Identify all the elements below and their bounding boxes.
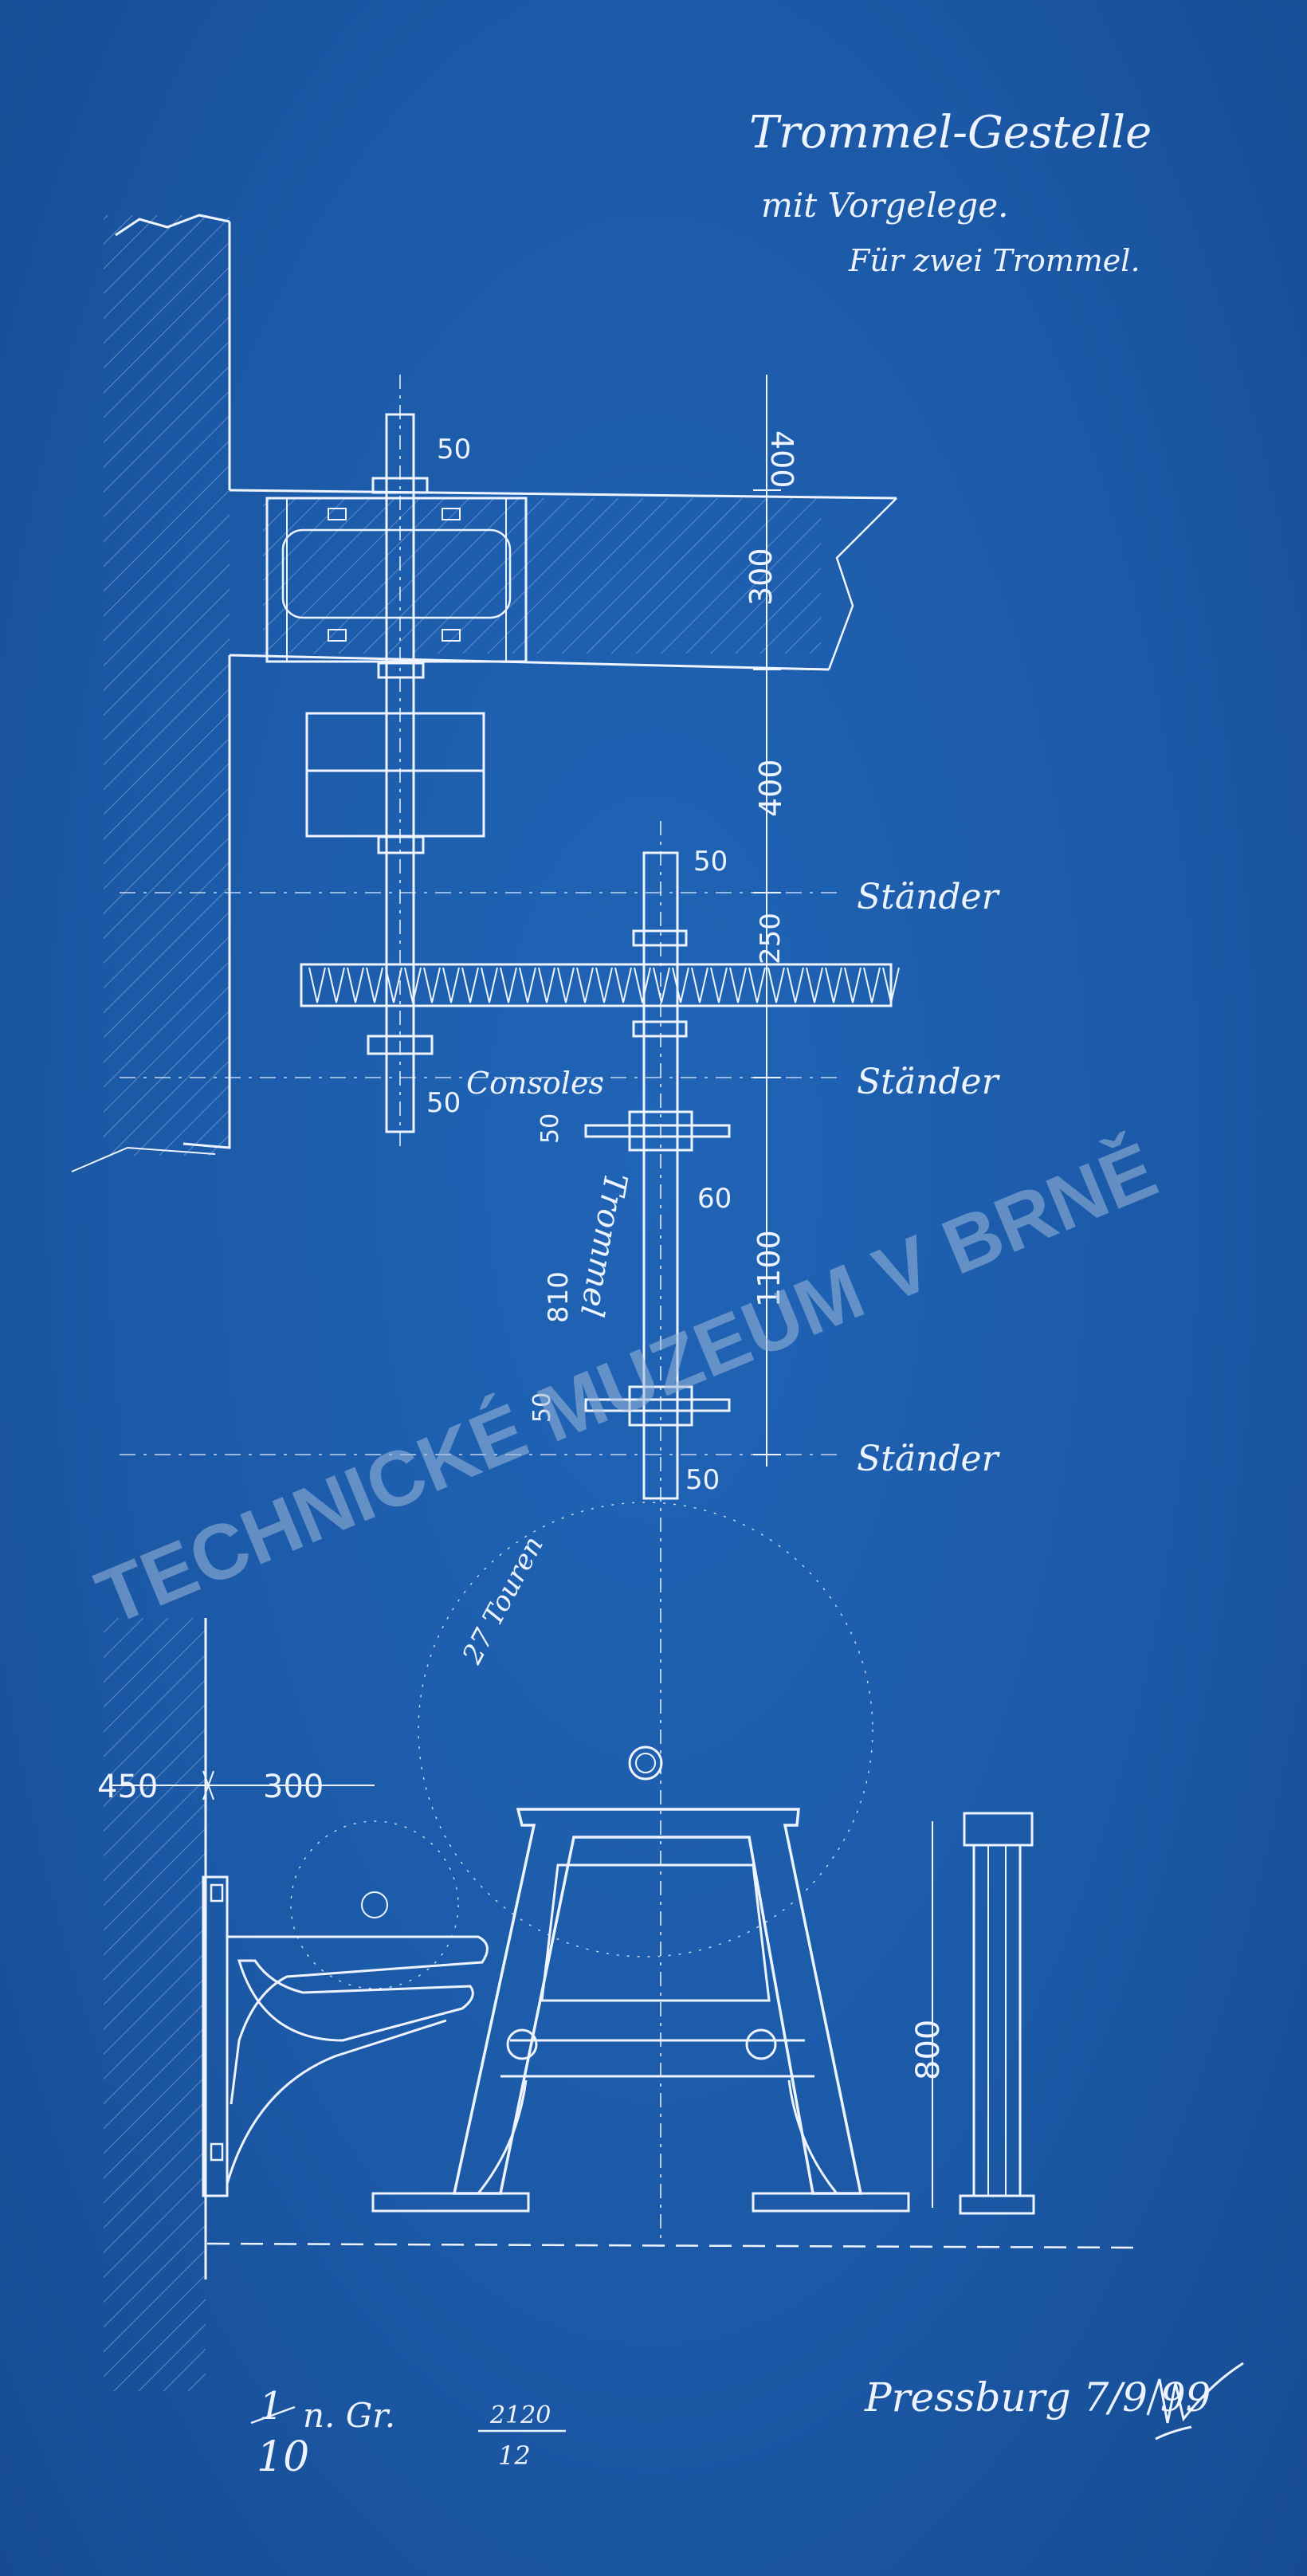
gear-tooth: [710, 967, 728, 1003]
gear-tooth: [308, 967, 326, 1003]
gear-tooth: [328, 967, 345, 1003]
signature: [1146, 2362, 1244, 2441]
dim-400-mid: 400: [753, 759, 788, 817]
gear-tooth: [863, 967, 881, 1003]
gear-tooth: [653, 967, 670, 1003]
gear-tooth: [538, 967, 555, 1003]
gear-tooth: [748, 967, 766, 1003]
dim-shaft-top: 50: [437, 434, 471, 465]
gear-tooth: [595, 967, 613, 1003]
left-shaft: [305, 375, 485, 1148]
wall-lower: [104, 1618, 207, 2391]
horizontal-dims: 450 300: [97, 1769, 375, 1805]
scale-denominator: 10: [257, 2433, 309, 2481]
label-trommel: Trommel: [573, 1170, 634, 1319]
gear-tooth: [481, 967, 498, 1003]
console: [202, 1875, 489, 2197]
drum-outline: [290, 1502, 873, 1989]
gear-tooth: [672, 967, 689, 1003]
dim-450: 450: [97, 1769, 158, 1805]
gear-tooth: [461, 967, 479, 1003]
gear-tooth: [404, 967, 422, 1003]
gear-tooth: [767, 967, 785, 1003]
gear-tooth: [557, 967, 575, 1003]
dim-50-lower: 50: [528, 1392, 556, 1423]
label-staender-3: Ständer: [857, 1439, 1001, 1479]
gear-tooth: [634, 967, 651, 1003]
label-staender-1: Ständer: [857, 877, 1001, 917]
dim-1100: 1100: [752, 1230, 787, 1307]
dim-400-top: 400: [764, 430, 799, 489]
gear-tooth: [882, 967, 900, 1003]
dim-50-upper: 50: [536, 1113, 564, 1144]
ref-numerator: 2120: [489, 2401, 551, 2429]
gear: [300, 963, 900, 1007]
scale-numerator: 1: [259, 2384, 284, 2429]
ref-denominator: 12: [498, 2441, 531, 2471]
dim-250: 250: [755, 913, 787, 964]
title-block: Trommel-Gestelle mit Vorgelege. Für zwei…: [749, 107, 1152, 278]
gear-tooth: [442, 967, 460, 1003]
gear-tooth: [366, 967, 383, 1003]
gear-tooth: [787, 967, 804, 1003]
gear-tooth: [614, 967, 632, 1003]
label-staender-2: Ständer: [857, 1062, 1001, 1102]
gear-tooth: [385, 967, 402, 1003]
gear-tooth: [500, 967, 517, 1003]
dim-800: 800: [910, 2020, 947, 2080]
drum-stand: [371, 1808, 910, 2213]
floor-line: [206, 2242, 1140, 2249]
dim-shaft-right-bottom: 50: [685, 1464, 720, 1496]
centre-lines: [120, 892, 845, 1455]
gear-tooth: [844, 967, 862, 1003]
dim-60: 60: [697, 1183, 732, 1215]
footer: 1 10 n. Gr. 2120 12 Pressburg 7/9 99: [250, 2362, 1244, 2481]
gear-tooth: [423, 967, 441, 1003]
title-line2: mit Vorgelege.: [761, 186, 1008, 225]
gear-tooth: [576, 967, 594, 1003]
dim-shaft-right-top: 50: [693, 846, 728, 878]
side-view: 800: [910, 1812, 1035, 2215]
label-consoles: Consoles: [466, 1066, 604, 1101]
gear-tooth: [806, 967, 823, 1003]
title-line1: Trommel-Gestelle: [749, 107, 1152, 159]
right-shaft: [584, 821, 731, 2240]
label-touren: 27 Touren: [456, 1531, 550, 1670]
dim-300: 300: [744, 548, 779, 606]
dim-shaft-left-bottom: 50: [426, 1087, 461, 1119]
wall-upper: [71, 214, 897, 1172]
gear-tooth: [825, 967, 842, 1003]
gear-tooth: [519, 967, 536, 1003]
scale-text: n. Gr.: [303, 2396, 395, 2435]
title-line3: Für zwei Trommel.: [848, 243, 1140, 278]
dim-300-bottom: 300: [263, 1769, 324, 1805]
ceiling-bearing: [265, 497, 528, 663]
gear-tooth: [347, 967, 364, 1003]
dim-810: 810: [543, 1271, 575, 1323]
gear-tooth: [729, 967, 747, 1003]
dimension-chain: [753, 375, 781, 1467]
dimension-labels: 50 400 300 400 50 250 50 50 60 1100 810 …: [426, 430, 799, 1496]
gear-tooth: [691, 967, 708, 1003]
